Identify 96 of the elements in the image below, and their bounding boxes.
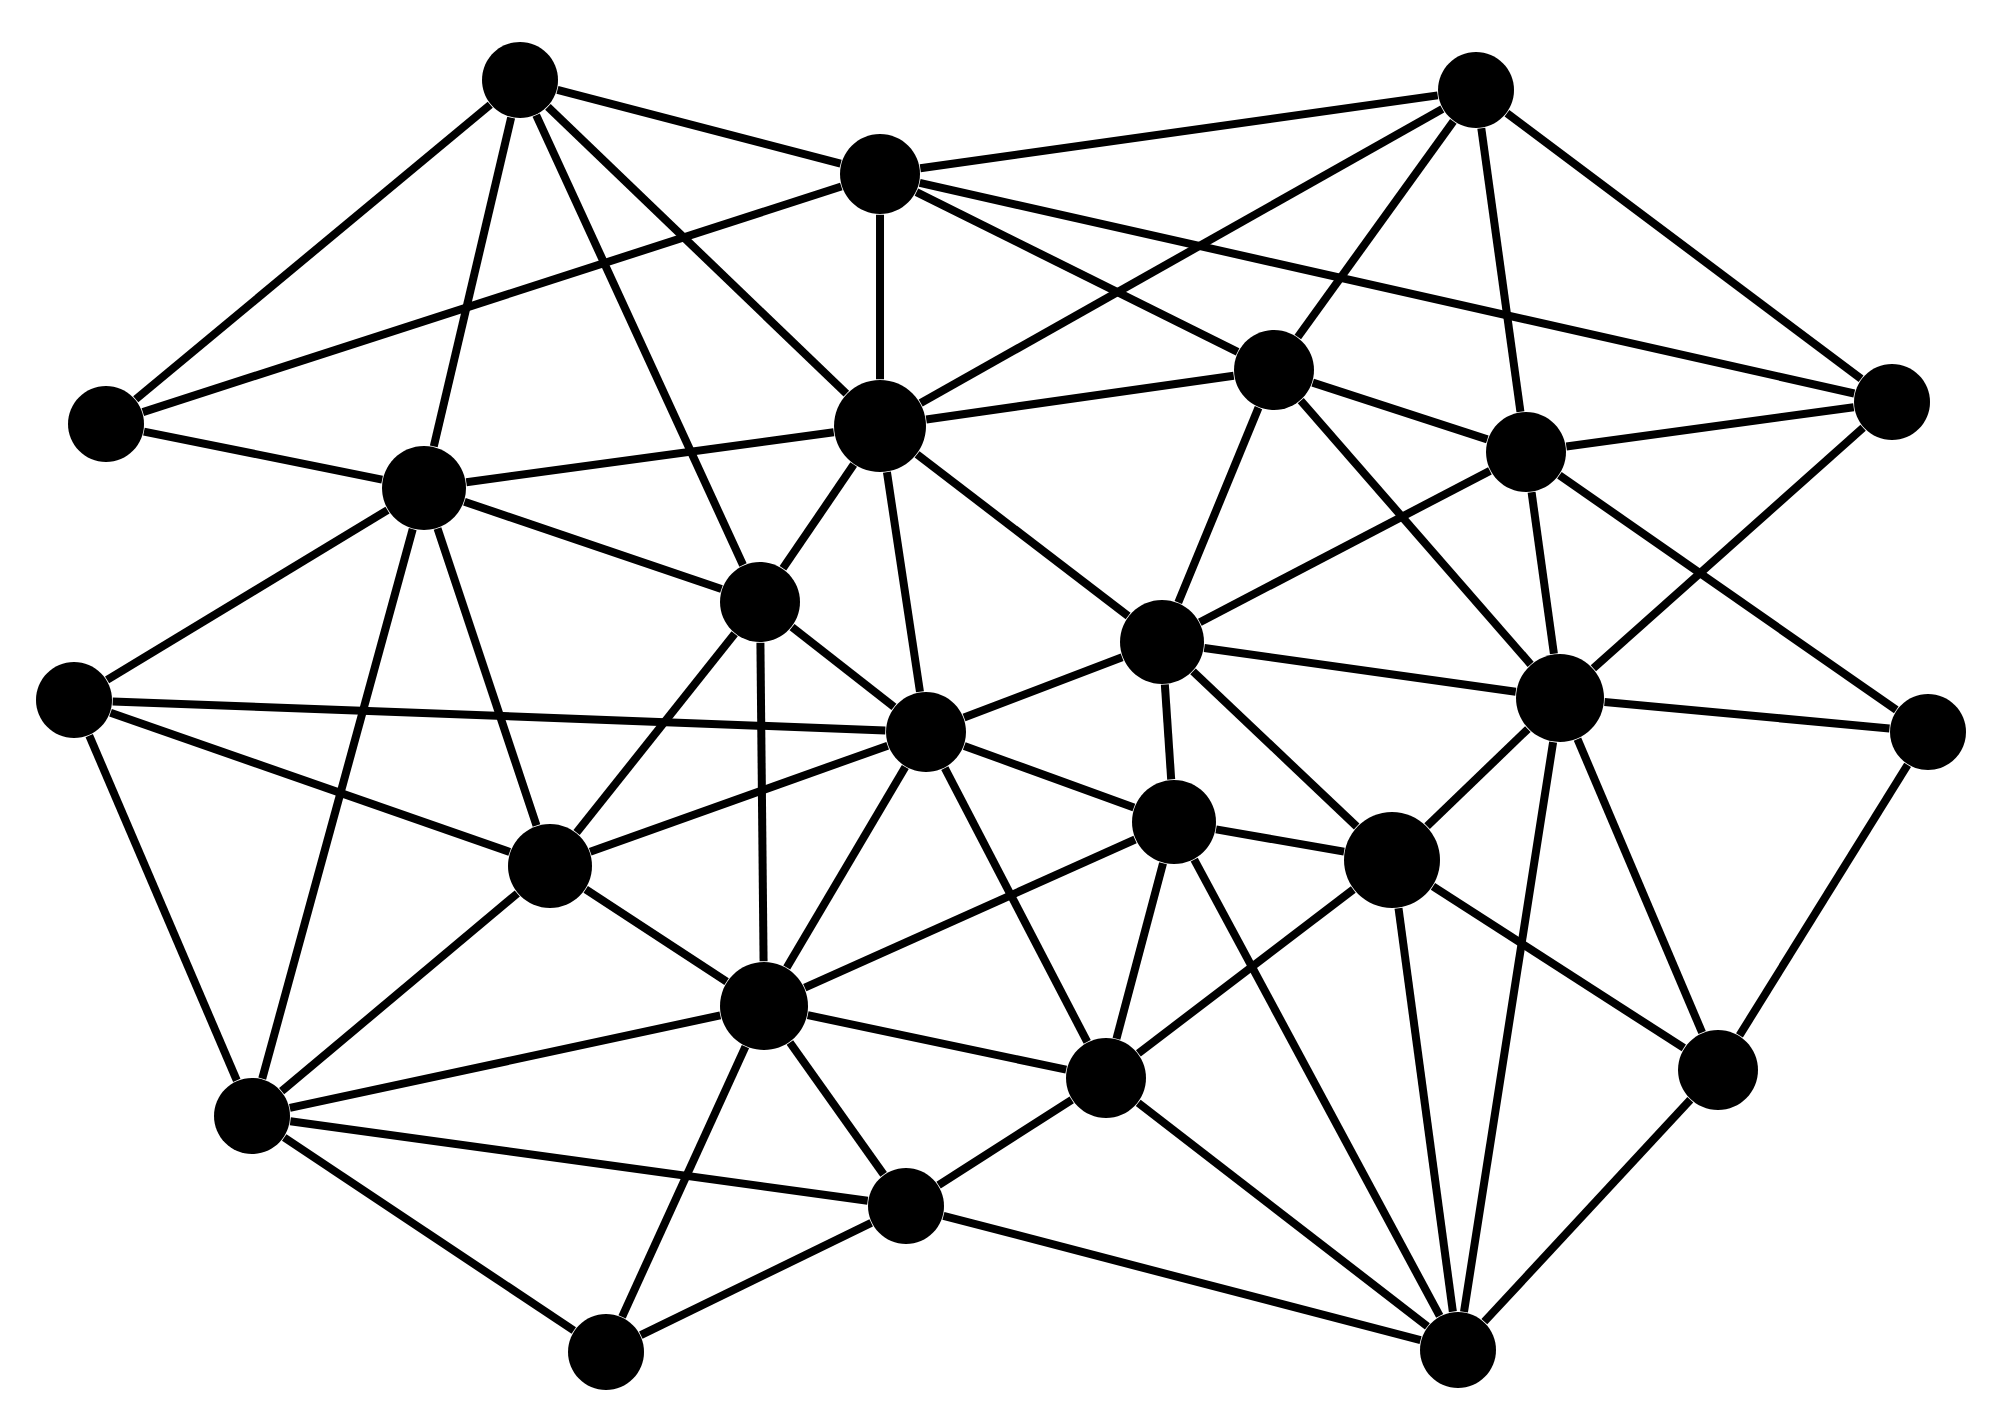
connector-line [85, 734, 241, 1082]
node-dot [382, 446, 466, 530]
node-dot [886, 692, 966, 772]
connector-line [463, 497, 723, 593]
connector-line [1215, 825, 1345, 856]
node-dot [1132, 780, 1216, 864]
connector-line [914, 451, 1131, 620]
connector-line [1504, 110, 1864, 382]
connector-line [583, 886, 729, 985]
connector-line [556, 85, 842, 168]
connector-line [1174, 406, 1263, 605]
node-dot [840, 134, 920, 214]
node-dot [508, 824, 592, 908]
node-dot [1120, 600, 1204, 684]
node-dot [1486, 412, 1566, 492]
connector-line [883, 471, 924, 693]
node-dot [36, 662, 112, 738]
connector-line [918, 179, 1856, 398]
connector-line [962, 742, 1136, 812]
connector-line [876, 214, 884, 380]
connector-line [1198, 467, 1492, 626]
connector-line [429, 116, 516, 448]
node-dot [68, 386, 144, 462]
connector-line [789, 623, 897, 711]
connector-line [112, 697, 886, 735]
connector-line [545, 103, 850, 397]
connector-line [936, 1096, 1074, 1189]
connector-line [803, 835, 1137, 992]
connector-line [1203, 644, 1517, 696]
node-dot [720, 962, 808, 1050]
connector-line [279, 890, 520, 1095]
connector-line [925, 371, 1235, 424]
connector-line [786, 1040, 887, 1177]
connector-line [1736, 762, 1911, 1038]
connector-line [1573, 737, 1706, 1035]
connector-line [1527, 491, 1558, 655]
connector-line [465, 428, 835, 487]
connector-line [109, 708, 511, 856]
connector-line [433, 527, 541, 827]
connector-line [1590, 424, 1866, 672]
node-dot [568, 1314, 644, 1390]
node-dot [1234, 330, 1314, 410]
node-dot [1890, 694, 1966, 770]
connector-line [289, 1117, 869, 1205]
connector-line [783, 765, 909, 970]
connector-line [941, 766, 1091, 1044]
node-dot [1344, 812, 1440, 908]
connector-line [918, 105, 1445, 407]
connector-line [1294, 119, 1457, 340]
connector-line [779, 462, 857, 571]
connector-line [258, 528, 417, 1080]
connector-line [105, 506, 390, 684]
connector-line [1424, 726, 1531, 830]
connector-line [532, 113, 747, 567]
connector-line [1394, 907, 1457, 1313]
connector-line [1477, 127, 1525, 413]
connector-line [1160, 684, 1176, 780]
connector-line [1557, 471, 1899, 714]
node-dot [482, 42, 558, 118]
connector-line [289, 1011, 722, 1112]
connector-line [919, 91, 1439, 173]
connector-line [942, 1211, 1422, 1345]
connector-line [143, 427, 383, 484]
node-dot [1854, 364, 1930, 440]
connector-line [1430, 883, 1686, 1052]
node-dot [834, 380, 926, 472]
connector-line [1297, 398, 1534, 667]
connector-line [282, 1134, 576, 1334]
connector-line [1565, 403, 1855, 451]
connector-line [1311, 378, 1489, 444]
node-dot [1066, 1038, 1146, 1118]
connector-line [588, 741, 890, 856]
node-dot [868, 1168, 944, 1244]
node-dot [1678, 1030, 1758, 1110]
connector-line [1460, 741, 1558, 1313]
connector-line [133, 101, 493, 403]
node-dot [214, 1078, 290, 1154]
connector-line [1481, 1097, 1694, 1325]
connector-line [1190, 857, 1444, 1318]
node-dot [1420, 1312, 1496, 1388]
connector-line [1112, 862, 1167, 1040]
connector-line [914, 188, 1240, 356]
connector-line [806, 1011, 1067, 1074]
connector-line [639, 1219, 873, 1339]
connector-line [756, 642, 768, 962]
node-dot [720, 562, 800, 642]
node-dot [1438, 52, 1514, 128]
connector-line [962, 653, 1124, 722]
connector-line [141, 182, 843, 416]
connector-line [618, 1045, 750, 1319]
connector-line [1190, 668, 1360, 830]
connector-line [1604, 698, 1890, 733]
node-dot [1516, 654, 1604, 742]
connector-line [1135, 1099, 1430, 1330]
connector-line [1135, 886, 1356, 1057]
connector-line [573, 631, 738, 836]
